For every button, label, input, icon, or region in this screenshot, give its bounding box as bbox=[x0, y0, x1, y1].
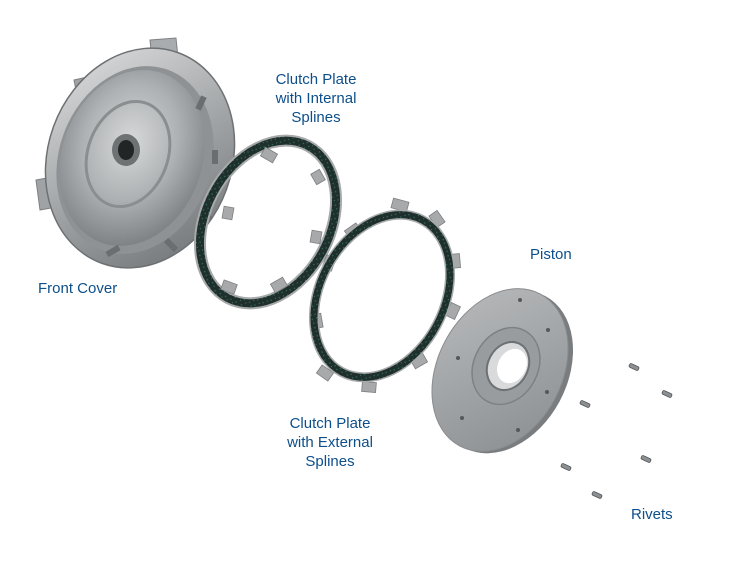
label-clutch-plate-external: Clutch Plate with External Splines bbox=[280, 414, 380, 471]
label-clutch-internal-line-1: Clutch Plate bbox=[275, 71, 357, 88]
clutch-plate-internal-splines-part bbox=[193, 134, 343, 310]
label-clutch-external-line-1: Clutch Plate bbox=[289, 415, 371, 432]
label-clutch-internal-line-2: with Internal bbox=[275, 90, 357, 107]
piston-part bbox=[431, 288, 574, 454]
label-clutch-internal-line-3: Splines bbox=[291, 109, 341, 126]
label-clutch-external-line-3: Splines bbox=[305, 453, 355, 470]
label-clutch-external-line-2: with External bbox=[287, 434, 373, 451]
label-front-cover: Front Cover bbox=[38, 280, 118, 297]
front-cover-part bbox=[35, 37, 236, 269]
clutch-plate-external-splines-part bbox=[308, 197, 462, 394]
label-clutch-plate-internal: Clutch Plate with Internal Splines bbox=[266, 70, 366, 127]
label-rivets: Rivets bbox=[631, 506, 673, 523]
rivets-part bbox=[560, 363, 673, 499]
label-piston: Piston bbox=[530, 246, 572, 263]
